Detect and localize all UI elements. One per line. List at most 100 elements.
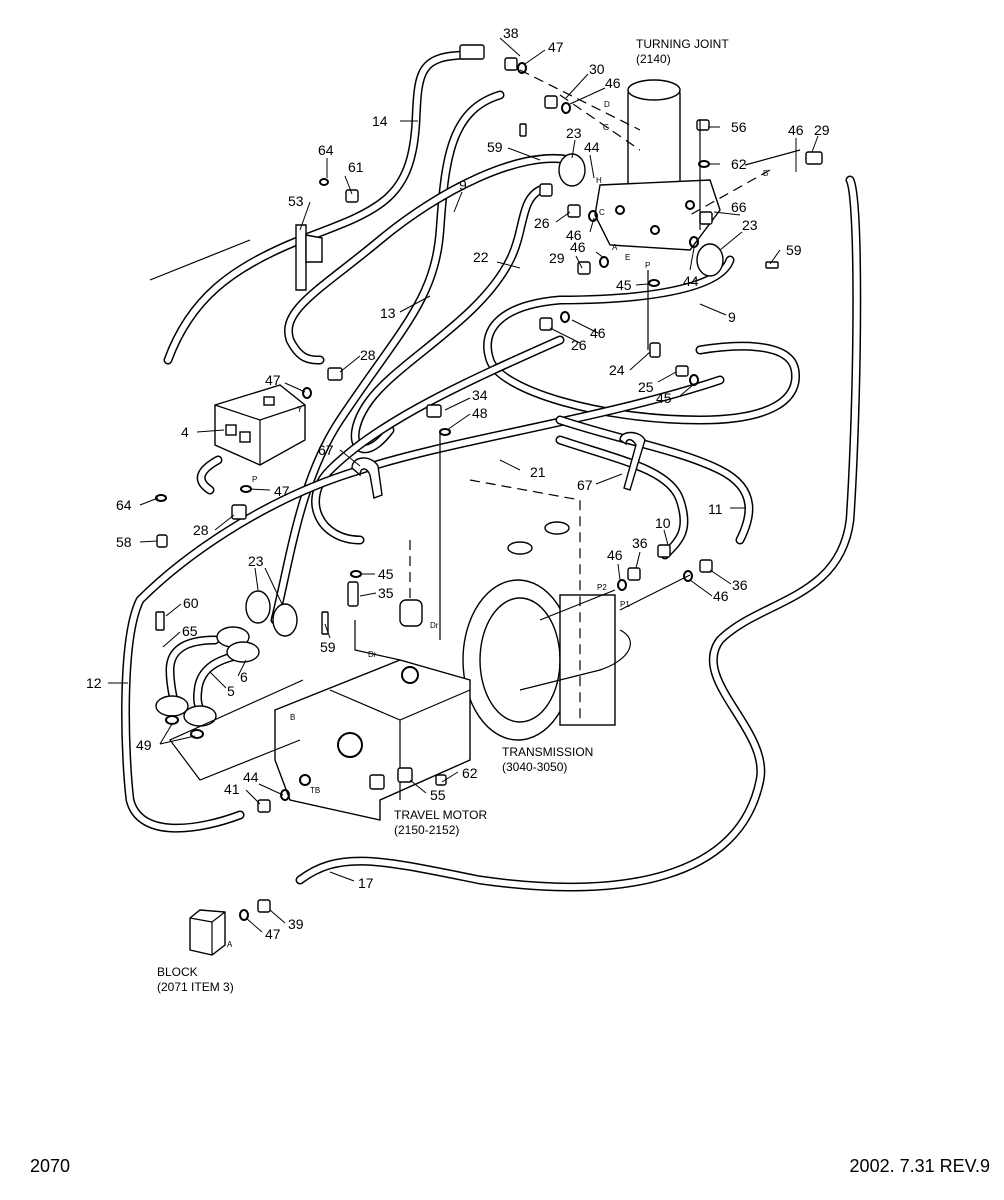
o-rings — [155, 62, 710, 921]
callout-53: 53 — [288, 193, 304, 209]
callout-23: 23 — [248, 553, 264, 569]
callout-46: 46 — [788, 122, 804, 138]
callout-56: 56 — [731, 119, 747, 135]
callout-47: 47 — [548, 39, 564, 55]
callout-14: 14 — [372, 113, 388, 129]
callout-11: 11 — [708, 501, 723, 517]
travel-motor-ref: (2150-2152) — [394, 823, 459, 837]
callout-67: 67 — [577, 477, 593, 493]
callout-47: 47 — [265, 372, 281, 388]
callout-46: 46 — [590, 325, 606, 341]
port-b: B — [763, 169, 768, 178]
guide-lines — [149, 120, 801, 781]
callout-44: 44 — [584, 139, 600, 155]
callout-44: 44 — [243, 769, 259, 785]
callout-22: 22 — [473, 249, 489, 265]
callout-25: 25 — [638, 379, 654, 395]
component-captions: TURNING JOINT (2140) TRANSMISSION (3040-… — [157, 37, 729, 994]
travel-motor — [274, 659, 471, 821]
callout-45: 45 — [378, 566, 394, 582]
callout-28: 28 — [193, 522, 209, 538]
callout-26: 26 — [571, 337, 587, 353]
port-p2: P2 — [597, 583, 607, 592]
port-p: P — [645, 261, 650, 270]
callout-64: 64 — [318, 142, 334, 158]
flanges — [155, 153, 724, 727]
transmission — [409, 479, 616, 741]
callout-55: 55 — [430, 787, 446, 803]
callout-10: 10 — [655, 515, 671, 531]
callout-34: 34 — [472, 387, 488, 403]
control-block-4 — [214, 384, 306, 466]
callout-45: 45 — [616, 277, 632, 293]
turning-joint-name: TURNING JOINT — [636, 37, 729, 51]
callout-58: 58 — [116, 534, 132, 550]
callout-65: 65 — [182, 623, 198, 639]
port-p1: P1 — [620, 600, 630, 609]
callout-48: 48 — [472, 405, 488, 421]
bracket-53 — [295, 224, 323, 291]
callout-9: 9 — [728, 309, 736, 325]
port-h: H — [596, 176, 602, 185]
callout-41: 41 — [224, 781, 240, 797]
callout-numbers: 38 47 30 46 56 14 23 44 59 46 29 64 61 6… — [86, 25, 830, 942]
hose-9-right — [483, 255, 801, 425]
callout-5: 5 — [227, 683, 235, 699]
callout-23: 23 — [742, 217, 758, 233]
callout-47: 47 — [274, 483, 290, 499]
block-2071 — [189, 909, 226, 956]
port-a: A — [612, 243, 618, 252]
callout-12: 12 — [86, 675, 102, 691]
block-name: BLOCK — [157, 965, 198, 979]
port-tb: TB — [310, 786, 320, 795]
leader-lines — [108, 37, 819, 933]
travel-motor-name: TRAVEL MOTOR — [394, 808, 487, 822]
callout-36: 36 — [632, 535, 648, 551]
callout-59: 59 — [786, 242, 802, 258]
port-p-block: P — [252, 475, 257, 484]
hose-group — [121, 50, 862, 892]
callout-28: 28 — [360, 347, 376, 363]
revision-date: 2002. 7.31 REV.9 — [850, 1156, 990, 1176]
callout-45: 45 — [656, 390, 672, 406]
callout-46: 46 — [607, 547, 623, 563]
callout-21: 21 — [530, 464, 546, 480]
turning-joint-ref: (2140) — [636, 52, 671, 66]
callout-29: 29 — [814, 122, 830, 138]
callout-30: 30 — [589, 61, 605, 77]
port-a-block: A — [227, 940, 233, 949]
turning-joint — [519, 69, 771, 251]
callout-23: 23 — [566, 125, 582, 141]
port-g: G — [603, 123, 609, 132]
callout-64: 64 — [116, 497, 132, 513]
fittings — [155, 44, 823, 913]
callout-24: 24 — [609, 362, 625, 378]
callout-6: 6 — [240, 669, 248, 685]
callout-46: 46 — [566, 227, 582, 243]
callout-62: 62 — [731, 156, 747, 172]
port-e: E — [625, 253, 630, 262]
callout-44: 44 — [683, 273, 699, 289]
port-b-motor: B — [290, 713, 295, 722]
callout-17: 17 — [358, 875, 374, 891]
hose-9-upper — [284, 154, 575, 365]
port-dr-lower: Dr — [368, 650, 377, 659]
block-ref: (2071 ITEM 3) — [157, 980, 234, 994]
port-y: Y — [297, 405, 303, 414]
callout-46: 46 — [570, 239, 586, 255]
callout-59: 59 — [487, 139, 503, 155]
footer: 2070 2002. 7.31 REV.9 — [30, 1156, 990, 1176]
clamp-67-left — [351, 457, 383, 499]
callout-66: 66 — [731, 199, 747, 215]
callout-59: 59 — [320, 639, 336, 655]
callout-46: 46 — [605, 75, 621, 91]
clamp-67-right — [619, 431, 646, 491]
callout-60: 60 — [183, 595, 199, 611]
port-dr-upper: Dr — [430, 621, 439, 630]
callout-46: 46 — [713, 588, 729, 604]
port-d: D — [604, 100, 610, 109]
transmission-ref: (3040-3050) — [502, 760, 567, 774]
callout-36: 36 — [732, 577, 748, 593]
callout-38: 38 — [503, 25, 519, 41]
